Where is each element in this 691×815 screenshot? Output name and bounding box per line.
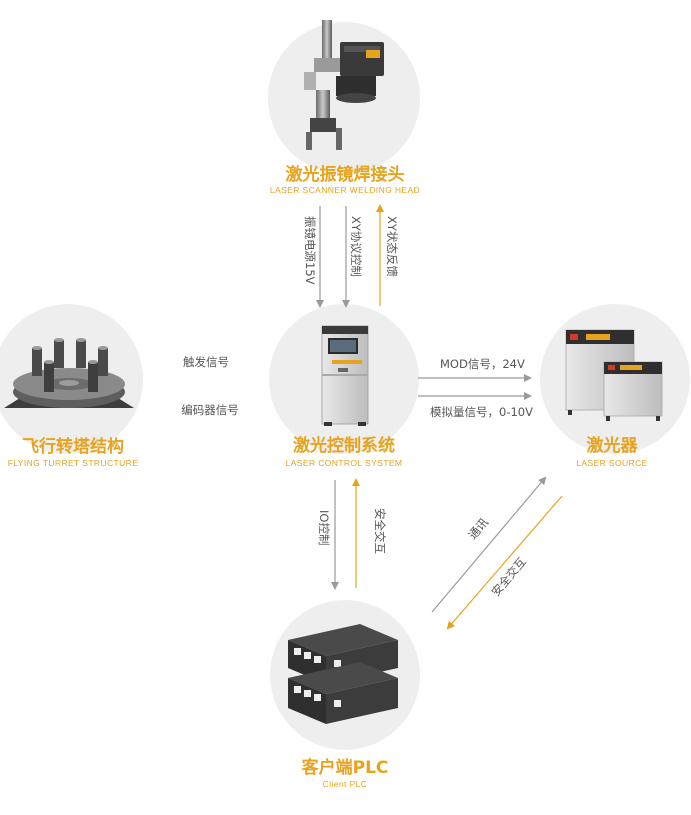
plc-subtitle: Client PLC (323, 779, 368, 789)
control-cabinet-icon (321, 325, 369, 426)
label-head-xy-ctrl: XY协议控制 (349, 216, 363, 277)
label-plc-io: IO控制 (317, 510, 331, 545)
label-head-xy-fb: XY状态反馈 (385, 216, 399, 277)
welding-head-subtitle: LASER SCANNER WELDING HEAD (270, 185, 420, 195)
node-control-system: 激光控制系统 LASER CONTROL SYSTEM (269, 304, 419, 468)
label-source-analog: 模拟量信号，0-10V (430, 405, 533, 419)
links-head-control: 振镜电源15V XY协议控制 XY状态反馈 (303, 204, 399, 308)
label-turret-encoder: 编码器信号 (181, 403, 239, 417)
node-flying-turret: 飞行转塔结构 FLYING TURRET STRUCTURE (0, 304, 143, 468)
welding-head-icon (304, 20, 384, 150)
links-control-source: MOD信号，24V 模拟量信号，0-10V (418, 357, 533, 419)
node-welding-head: 激光振镜焊接头 LASER SCANNER WELDING HEAD (268, 20, 420, 195)
control-title: 激光控制系统 (293, 435, 395, 456)
links-plc-source: 通讯 安全交互 (431, 476, 563, 630)
arrow-source-safety (446, 495, 563, 630)
plc-title: 客户端PLC (301, 757, 389, 778)
label-source-comm: 通讯 (466, 515, 492, 542)
source-subtitle: LASER SOURCE (576, 458, 647, 468)
node-client-plc: 客户端PLC Client PLC (270, 600, 420, 789)
control-subtitle: LASER CONTROL SYSTEM (286, 458, 403, 468)
label-source-safety: 安全交互 (489, 555, 529, 599)
turret-icon (4, 338, 134, 408)
node-laser-source: 激光器 LASER SOURCE (540, 304, 690, 468)
plc-icon (288, 624, 398, 724)
label-turret-trigger: 触发信号 (183, 355, 229, 369)
welding-head-title: 激光振镜焊接头 (286, 164, 405, 185)
label-head-power: 振镜电源15V (303, 216, 317, 285)
turret-title: 飞行转塔结构 (22, 436, 124, 457)
links-control-plc: IO控制 安全交互 (317, 478, 387, 590)
links-turret-control: 触发信号 编码器信号 (181, 355, 239, 417)
laser-source-icon (565, 329, 663, 421)
label-source-mod: MOD信号，24V (440, 357, 525, 371)
source-title: 激光器 (587, 435, 639, 456)
label-plc-safety: 安全交互 (373, 508, 387, 554)
arrow-source-comm (431, 476, 547, 613)
turret-subtitle: FLYING TURRET STRUCTURE (8, 458, 139, 468)
